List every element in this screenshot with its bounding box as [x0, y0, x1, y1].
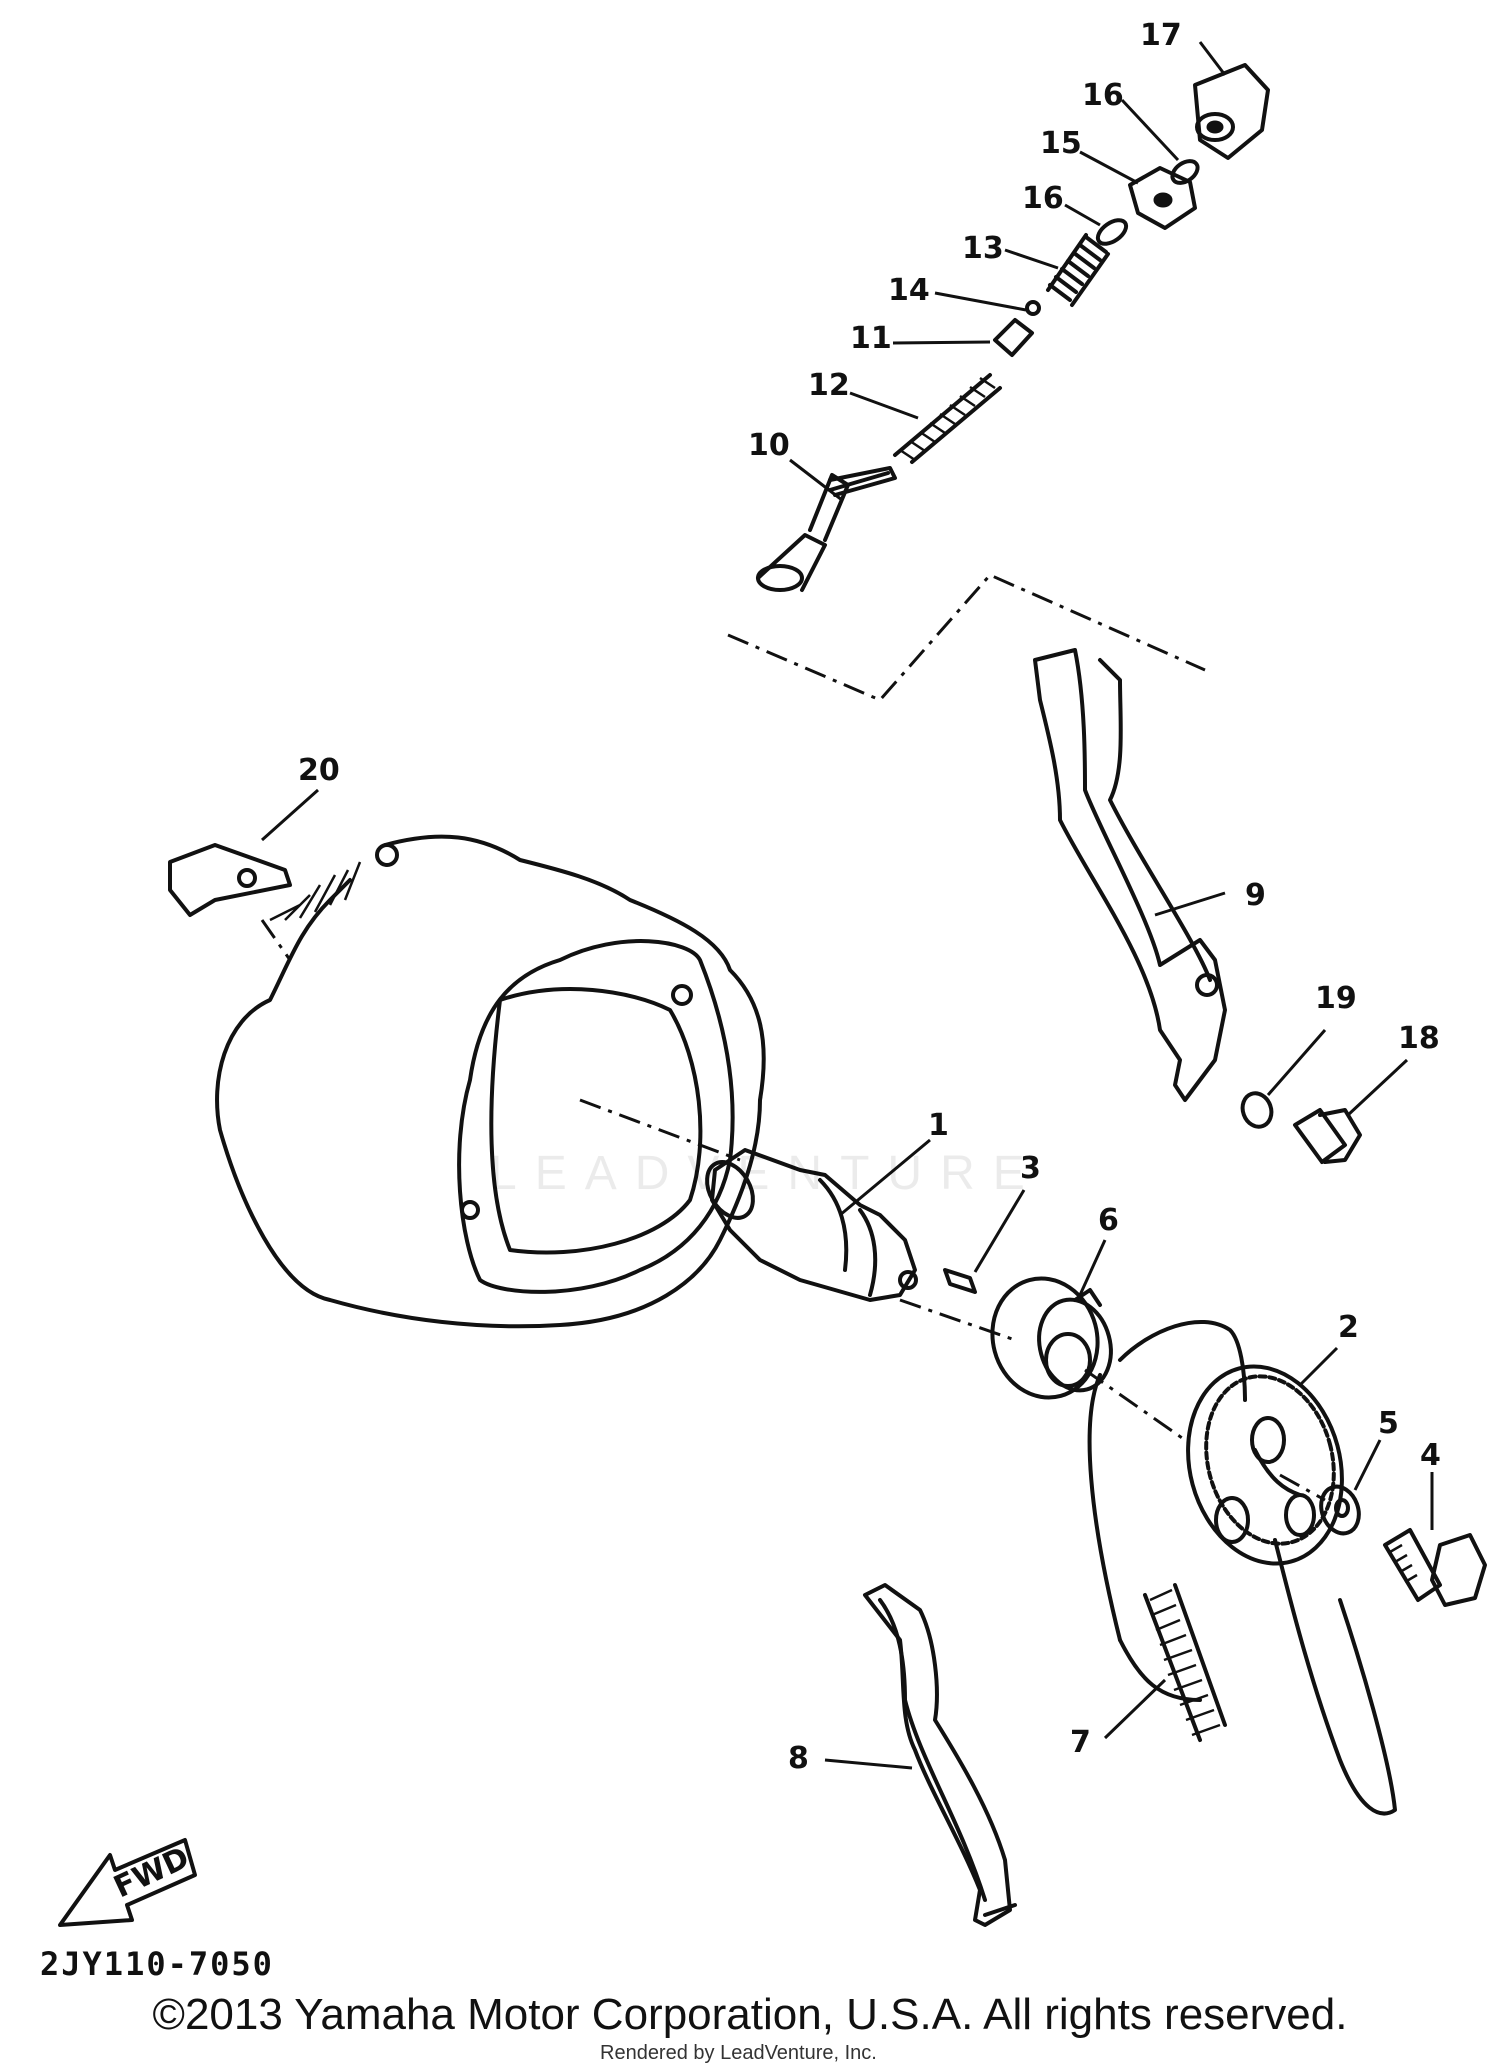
o-ring-16-lower[interactable] [1094, 215, 1131, 248]
nut-15[interactable] [1128, 166, 1197, 230]
callout-18: 18 [1398, 1021, 1440, 1056]
leader-lines [261, 41, 1434, 1770]
rod-10[interactable] [756, 466, 897, 592]
cam-sprocket-2[interactable] [1167, 1349, 1364, 1581]
cylinder-head-cover[interactable] [215, 834, 766, 1329]
callout-20: 20 [298, 753, 340, 788]
washer-19[interactable] [1238, 1089, 1276, 1131]
callouts: 1 2 3 4 5 6 7 8 9 10 11 12 13 14 15 16 1… [298, 18, 1441, 1776]
decompressor-cam-6[interactable] [979, 1267, 1120, 1410]
copyright-notice: ©2013 Yamaha Motor Corporation, U.S.A. A… [152, 1990, 1348, 2039]
bolt-4[interactable] [1383, 1528, 1487, 1607]
callout-14: 14 [888, 273, 930, 308]
bolt-18[interactable] [1293, 1108, 1362, 1164]
diagram-code: 2JY110-7050 [40, 1945, 274, 1983]
callout-1: 1 [928, 1108, 949, 1143]
bracket-20[interactable] [168, 843, 292, 917]
rendered-by-credit: Rendered by LeadVenture, Inc. [600, 2042, 877, 2064]
callout-5: 5 [1378, 1406, 1399, 1441]
callout-4: 4 [1420, 1438, 1441, 1473]
washer-5[interactable] [1315, 1481, 1365, 1538]
callout-11: 11 [850, 321, 892, 356]
chain-guide-9[interactable] [1033, 648, 1227, 1102]
callout-13: 13 [962, 231, 1004, 266]
fwd-arrow: FWD [58, 1838, 197, 1927]
callout-10: 10 [748, 428, 790, 463]
callout-19: 19 [1315, 981, 1357, 1016]
chain-guide-8[interactable] [863, 1583, 1017, 1927]
cam-chain-7[interactable] [1087, 1320, 1397, 1816]
o-ring-16-upper[interactable] [1168, 157, 1201, 188]
callout-6: 6 [1098, 1203, 1119, 1238]
callout-16-upper: 16 [1082, 78, 1124, 113]
callout-12: 12 [808, 368, 850, 403]
pin-3[interactable] [943, 1268, 977, 1294]
spring-12[interactable] [893, 373, 1002, 464]
camshaft-1[interactable] [698, 1148, 918, 1302]
ball-14[interactable] [1025, 300, 1041, 316]
tensioner-cap-17[interactable] [1193, 63, 1270, 160]
callout-15: 15 [1040, 126, 1082, 161]
callout-8: 8 [788, 1741, 809, 1776]
plunger-11[interactable] [993, 318, 1034, 357]
callout-9: 9 [1245, 878, 1266, 913]
watermark: LEADVENTURE [490, 1147, 1043, 1200]
callout-17: 17 [1140, 18, 1182, 53]
callout-3: 3 [1020, 1151, 1041, 1186]
spring-13[interactable] [1046, 233, 1110, 307]
callout-16-lower: 16 [1022, 181, 1064, 216]
callout-7: 7 [1070, 1725, 1091, 1760]
callout-2: 2 [1338, 1310, 1359, 1345]
